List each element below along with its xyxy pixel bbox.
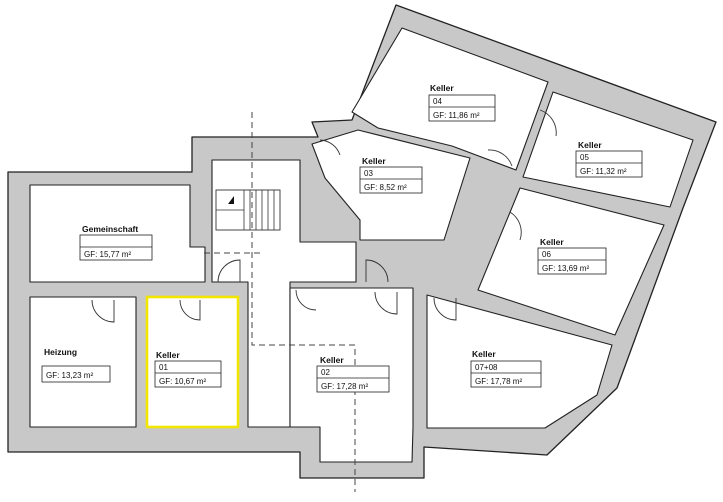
room-area: GF: 13,69 m²: [542, 264, 589, 273]
room-heizung: [29, 296, 137, 428]
room-number: 05: [580, 153, 589, 162]
label-box: [470, 360, 542, 388]
label-gemeinschaft[interactable]: Gemeinschaft GF: 15,77 m²: [79, 224, 153, 261]
room-area: GF: 15,77 m²: [84, 250, 131, 259]
label-heizung[interactable]: Heizung GF: 13,23 m²: [41, 347, 111, 383]
label-box: [41, 365, 111, 383]
label-box: [316, 365, 390, 393]
label-box: [154, 360, 222, 388]
label-box: [359, 166, 423, 194]
room-area: GF: 17,28 m²: [321, 382, 368, 391]
label-keller-04[interactable]: Keller 04 GF: 11,86 m²: [428, 83, 496, 122]
label-keller-02[interactable]: Keller 02 GF: 17,28 m²: [316, 355, 390, 393]
room-name: Keller: [430, 83, 454, 93]
room-area: GF: 10,67 m²: [159, 377, 206, 386]
room-name: Gemeinschaft: [82, 224, 138, 234]
label-keller-01[interactable]: Keller 01 GF: 10,67 m²: [154, 350, 222, 388]
room-area: GF: 11,86 m²: [433, 111, 480, 120]
label-keller-03[interactable]: Keller 03 GF: 8,52 m²: [359, 156, 423, 194]
room-name: Heizung: [44, 347, 77, 357]
label-box: [575, 150, 643, 178]
room-keller-05: [522, 91, 694, 208]
room-name: Keller: [156, 350, 180, 360]
room-number: 04: [433, 97, 442, 106]
room-number: 01: [159, 363, 168, 372]
label-box: [428, 94, 496, 122]
room-area: GF: 17,78 m²: [475, 377, 522, 386]
room-stair-hall: [211, 159, 357, 428]
room-name: Keller: [320, 355, 344, 365]
room-number: 03: [364, 169, 373, 178]
room-area: GF: 11,32 m²: [580, 167, 627, 176]
room-number: 07+08: [475, 363, 498, 372]
room-gemeinschaft: [29, 184, 206, 283]
dashed-axis-line: [251, 112, 356, 492]
room-name: Keller: [540, 237, 564, 247]
staircase: [215, 189, 281, 231]
room-number: 02: [321, 368, 330, 377]
doors: [91, 109, 557, 323]
label-keller-0708[interactable]: Keller 07+08 GF: 17,78 m²: [470, 349, 542, 388]
label-keller-05[interactable]: Keller 05 GF: 11,32 m²: [575, 140, 643, 178]
room-area: GF: 13,23 m²: [46, 371, 93, 380]
label-box: [79, 234, 153, 261]
room-name: Keller: [472, 349, 496, 359]
room-name: Keller: [362, 156, 386, 166]
room-area: GF: 8,52 m²: [364, 183, 407, 192]
room-name: Keller: [578, 140, 602, 150]
label-keller-06[interactable]: Keller 06 GF: 13,69 m²: [537, 237, 607, 275]
highlight-keller-01: [145, 295, 240, 429]
label-box: [537, 247, 607, 275]
room-number: 06: [542, 250, 551, 259]
